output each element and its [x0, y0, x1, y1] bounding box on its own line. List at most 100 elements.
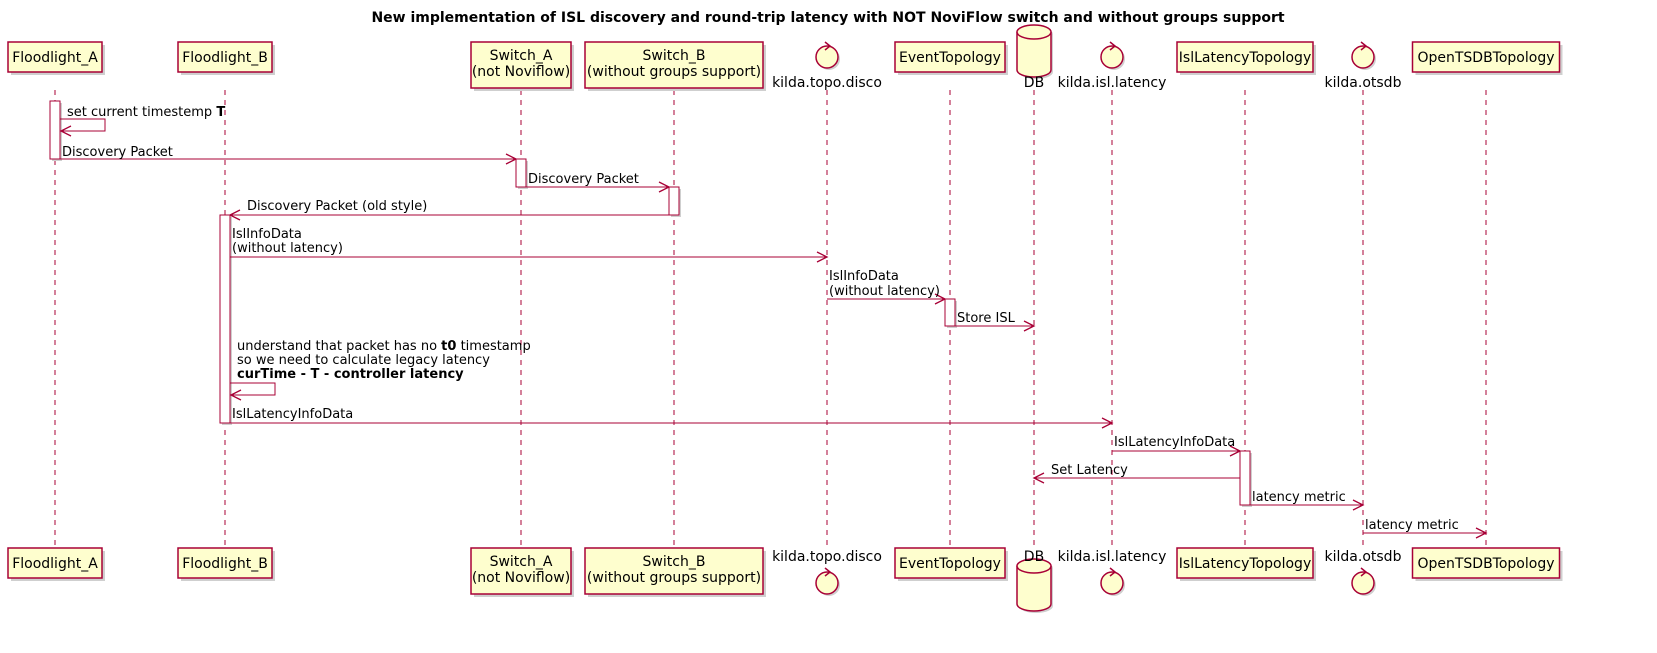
message-label-segment: Discovery Packet (old style) — [247, 199, 427, 214]
message-label: set current timestemp T — [67, 105, 225, 120]
participant-swb: Switch_B(without groups support) — [584, 41, 766, 91]
message-2: Discovery Packet — [526, 172, 671, 193]
message-7: understand that packet has no t0 timesta… — [229, 339, 531, 401]
participant-label: OpenTSDBTopology — [1417, 50, 1554, 66]
participant-disco: kilda.topo.disco — [772, 549, 882, 596]
message-label: curTime - T - controller latency — [237, 367, 464, 382]
participant-label: DB — [1024, 549, 1044, 565]
message-label: (without latency) — [232, 241, 343, 256]
control-icon — [1100, 45, 1124, 69]
message-label: IslLatencyInfoData — [232, 407, 353, 422]
arrow-head — [59, 125, 72, 137]
message-5: IslInfoData(without latency) — [827, 269, 947, 305]
activation-bar-isltopo — [1239, 450, 1251, 506]
message-label-segment: (without latency) — [829, 284, 940, 299]
participant-box — [470, 41, 572, 89]
message-0: set current timestemp T — [59, 105, 225, 137]
control-arrow-icon — [824, 567, 832, 577]
participant-label: (not Noviflow) — [472, 570, 570, 586]
participant-box — [1411, 547, 1561, 579]
arrow-head — [1475, 527, 1488, 539]
message-8: IslLatencyInfoData — [230, 407, 1114, 429]
message-label-segment: IslInfoData — [829, 269, 899, 284]
message-label-segment: understand that packet has no — [237, 339, 441, 354]
message-12: latency metric — [1363, 518, 1488, 539]
activation-bar-fla — [49, 100, 61, 160]
control-icon — [815, 571, 839, 595]
control-icon — [1351, 571, 1375, 595]
message-label-segment: IslLatencyInfoData — [232, 407, 353, 422]
participant-box — [7, 547, 103, 579]
message-label-segment: set current timestemp — [67, 105, 216, 120]
database-rim — [1016, 565, 1052, 574]
message-label: (without latency) — [829, 284, 940, 299]
lifelines — [54, 90, 1487, 546]
message-label: IslInfoData — [829, 269, 899, 284]
participant-otsdb: kilda.otsdb — [1325, 41, 1402, 91]
message-label: latency metric — [1365, 518, 1459, 533]
participant-label: DB — [1024, 75, 1044, 91]
arrow-head — [505, 153, 518, 165]
message-label-segment: Store ISL — [957, 311, 1016, 326]
participant-box — [1176, 547, 1314, 579]
participant-isllat: kilda.isl.latency — [1058, 549, 1167, 596]
message-label: so we need to calculate legacy latency — [237, 353, 490, 368]
participant-swb: Switch_B(without groups support) — [584, 547, 766, 597]
participant-box — [894, 41, 1006, 73]
message-label-segment: timestamp — [456, 339, 530, 354]
arrow-head — [934, 293, 947, 305]
participant-label: Floodlight_A — [12, 556, 98, 572]
activation-bar-swa — [515, 158, 527, 188]
participant-label: IslLatencyTopology — [1179, 556, 1311, 572]
message-1: Discovery Packet — [60, 145, 518, 165]
control-arrow-icon — [824, 41, 832, 51]
participant-label: OpenTSDBTopology — [1417, 556, 1554, 572]
message-label-segment: so we need to calculate legacy latency — [237, 353, 490, 368]
message-label: IslInfoData — [232, 227, 302, 242]
participant-db: DB — [1016, 24, 1053, 91]
participant-label: Switch_A — [490, 554, 553, 570]
participant-otsdb: kilda.otsdb — [1325, 549, 1402, 596]
participant-otsdbtopo: OpenTSDBTopology — [1411, 41, 1563, 75]
participant-isltopo: IslLatencyTopology — [1176, 547, 1316, 581]
participant-label: Floodlight_A — [12, 50, 98, 66]
arrow-head — [1023, 320, 1036, 332]
message-label-segment: Set Latency — [1051, 463, 1128, 478]
message-label-segment: IslInfoData — [232, 227, 302, 242]
message-label-segment: Discovery Packet — [528, 172, 639, 187]
arrow-head — [1032, 472, 1045, 484]
participant-label: kilda.isl.latency — [1058, 549, 1167, 565]
message-label-segment: latency metric — [1365, 518, 1459, 533]
participant-box — [584, 41, 764, 89]
message-label-segment: (without latency) — [232, 241, 343, 256]
participant-evt: EventTopology — [894, 547, 1008, 581]
self-message-line — [230, 382, 276, 396]
participant-label: (without groups support) — [587, 64, 761, 80]
participant-box — [470, 547, 572, 595]
message-4: IslInfoData(without latency) — [230, 227, 829, 263]
participant-box — [894, 547, 1006, 579]
message-10: Set Latency — [1032, 463, 1240, 484]
control-arrow-icon — [1360, 41, 1368, 51]
message-label-segment: T — [216, 105, 225, 120]
participant-label: Floodlight_B — [182, 556, 268, 572]
control-icon — [1100, 571, 1124, 595]
participant-label: kilda.otsdb — [1325, 549, 1402, 565]
message-label: understand that packet has no t0 timesta… — [237, 339, 531, 354]
participant-label: Switch_A — [490, 48, 553, 64]
participant-swa: Switch_A(not Noviflow) — [470, 41, 574, 91]
activation-bars — [49, 100, 1252, 507]
participants-footer: Floodlight_A Floodlight_B Switch_A(not Nov… — [7, 547, 1563, 613]
participant-label: Switch_B — [643, 554, 706, 570]
self-message-line — [60, 118, 106, 132]
arrow-head — [229, 389, 242, 401]
message-label-segment: Discovery Packet — [62, 145, 173, 160]
participant-box — [1176, 41, 1314, 73]
control-arrow-icon — [1109, 567, 1117, 577]
participant-flb: Floodlight_B — [177, 41, 275, 75]
participant-disco: kilda.topo.disco — [772, 41, 882, 91]
participant-swa: Switch_A(not Noviflow) — [470, 547, 574, 597]
message-label-segment: curTime - T - controller latency — [237, 367, 464, 382]
arrow-head — [1352, 499, 1365, 511]
participant-evt: EventTopology — [894, 41, 1008, 75]
